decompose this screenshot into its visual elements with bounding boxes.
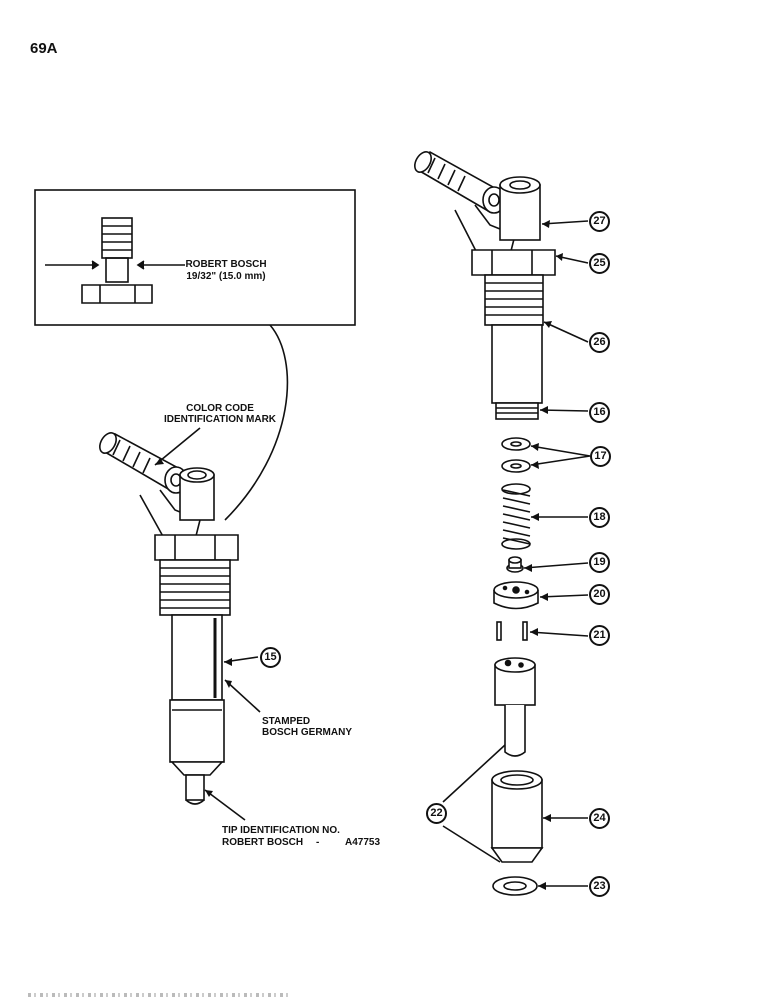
stamped-label-line2: BOSCH GERMANY (262, 727, 353, 738)
tip-id-label-line1: TIP IDENTIFICATION NO. (222, 825, 340, 836)
page-number: 69A (30, 40, 58, 57)
color-code-label-line1: COLOR CODE (186, 403, 254, 414)
part-code: A47753 (345, 837, 381, 848)
leader-22 (442, 744, 506, 863)
inset-frame (34, 189, 356, 326)
callout-21: 21 (589, 625, 610, 646)
callout-27: 27 (589, 211, 610, 232)
callout-23: 23 (589, 876, 610, 897)
callout-22: 22 (426, 803, 447, 824)
callout-16: 16 (589, 402, 610, 423)
callout-17: 17 (590, 446, 611, 467)
inset-label-dimension: 19/32" (15.0 mm) (186, 271, 266, 282)
left-injector-assembly (99, 432, 239, 805)
callout-25: 25 (589, 253, 610, 274)
leader-stamped (224, 679, 261, 713)
tip-id-label-line2: ROBERT BOSCH (222, 837, 304, 848)
leader-17 (530, 445, 591, 466)
inset-label-name: ROBERT BOSCH (185, 259, 267, 270)
callout-26: 26 (589, 332, 610, 353)
stamped-label-line1: STAMPED (262, 716, 311, 727)
leader-21 (529, 631, 589, 637)
leader-color-code (154, 427, 201, 466)
leader-26 (543, 321, 589, 343)
inset-nozzle-part (45, 217, 185, 304)
tip-id-dash: - (316, 837, 320, 848)
callout-20: 20 (589, 584, 610, 605)
right-injector-exploded (414, 150, 556, 896)
leader-19 (523, 562, 589, 569)
callout-19: 19 (589, 552, 610, 573)
color-code-label-line2: IDENTIFICATION MARK (163, 414, 277, 425)
leader-tip-id (204, 789, 246, 821)
callout-24: 24 (589, 808, 610, 829)
inset-leader (224, 324, 289, 521)
callout-15: 15 (260, 647, 281, 668)
callout-18: 18 (589, 507, 610, 528)
leader-27 (541, 220, 589, 225)
scan-artifact (28, 993, 288, 997)
